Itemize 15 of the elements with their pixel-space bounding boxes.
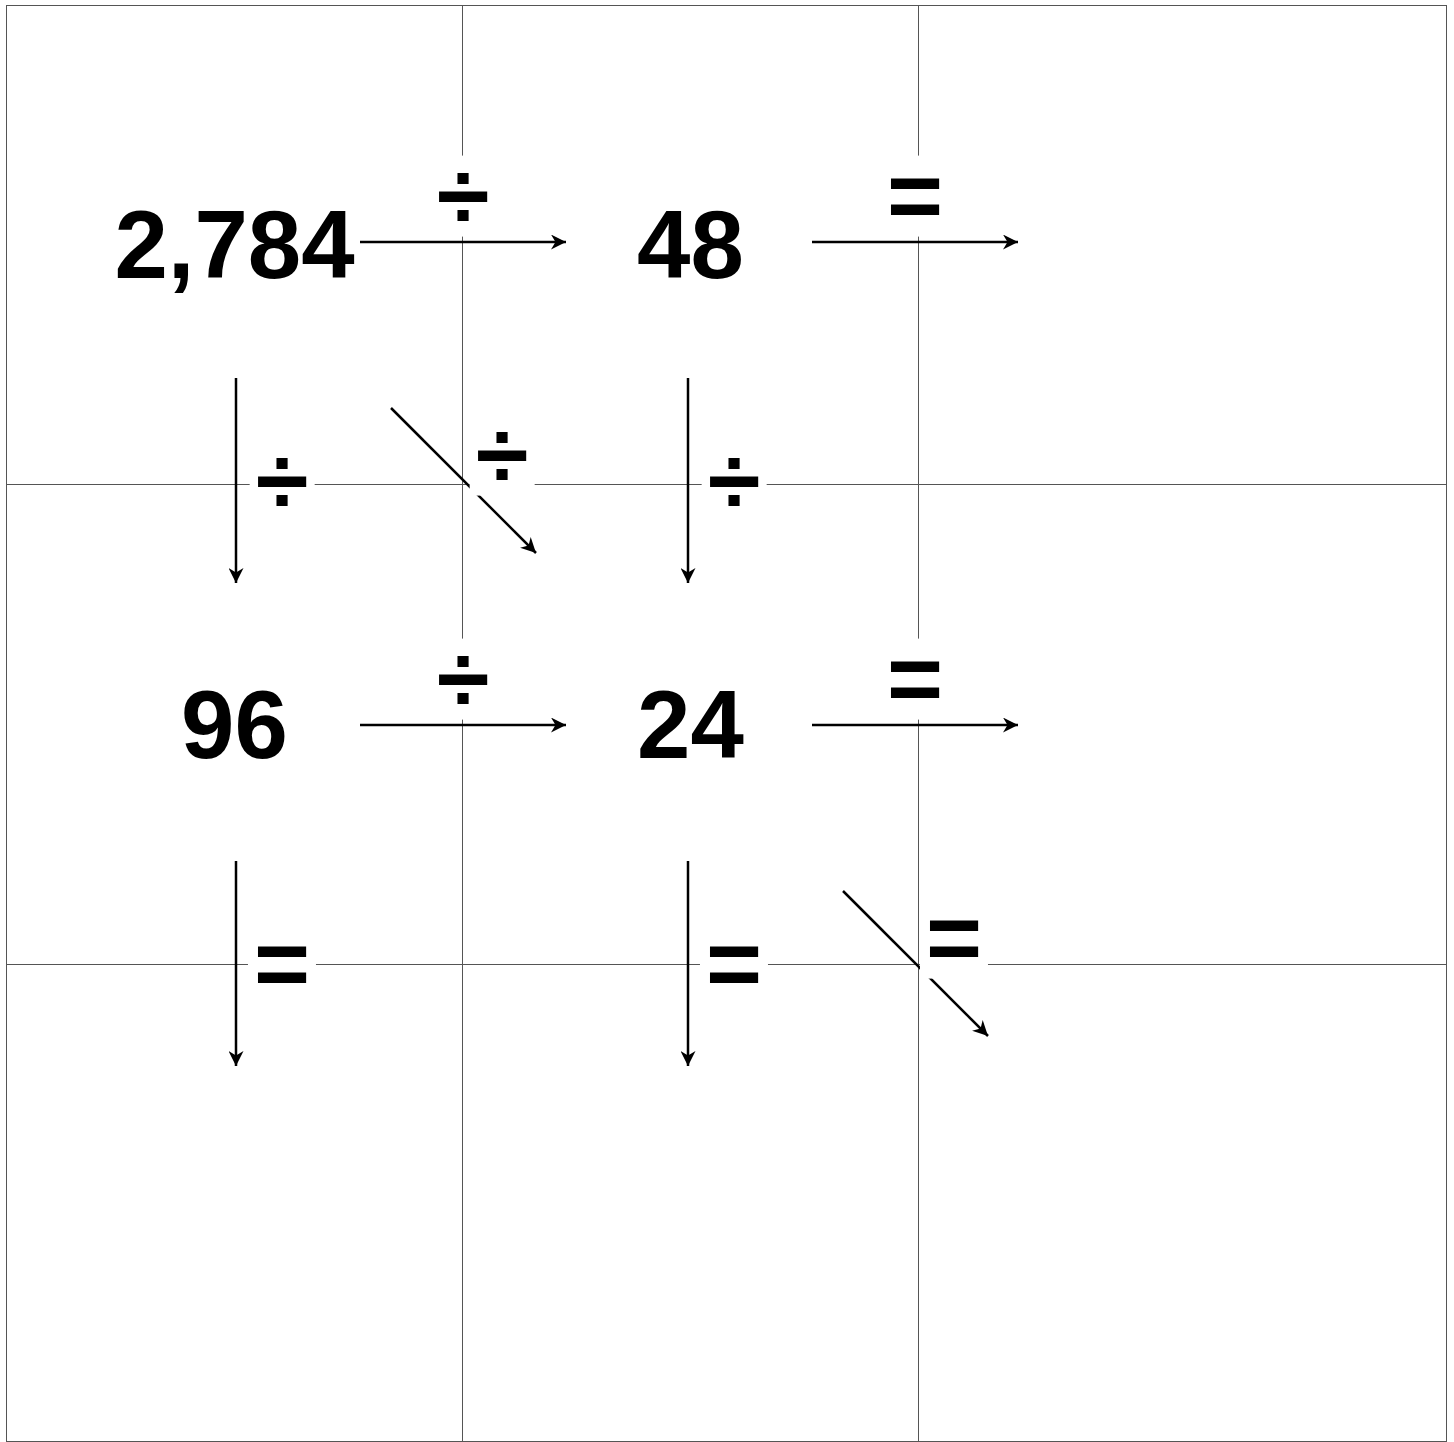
arrow	[228, 378, 244, 583]
number: 48	[637, 197, 744, 293]
arrow	[842, 890, 989, 1037]
arrow	[228, 861, 244, 1066]
arrow	[360, 717, 566, 733]
grid-cell	[918, 964, 1447, 1442]
arrow	[680, 861, 696, 1066]
arrow	[360, 234, 566, 250]
arrow	[680, 378, 696, 583]
arrow	[390, 407, 537, 554]
number: 96	[181, 676, 288, 773]
number: 24	[637, 676, 744, 773]
arrow	[812, 717, 1018, 733]
arrow	[812, 234, 1018, 250]
number: 2,784	[114, 197, 355, 293]
